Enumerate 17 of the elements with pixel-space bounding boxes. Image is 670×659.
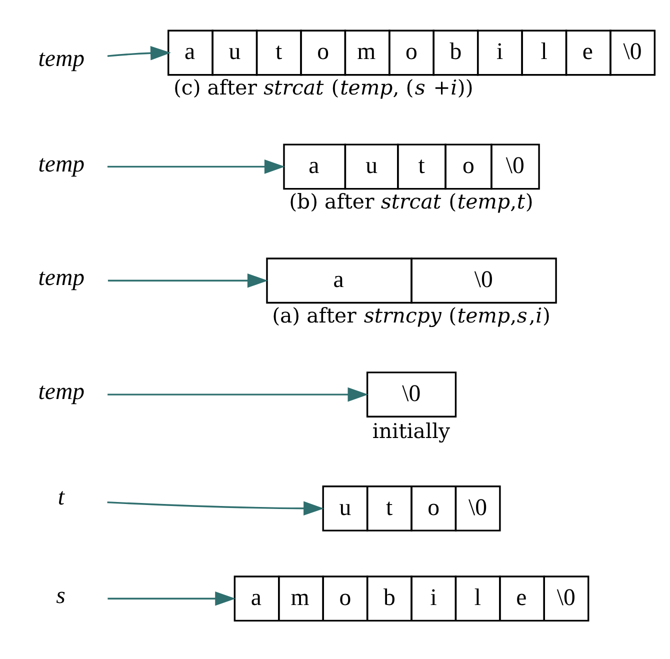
node-text: s <box>56 583 66 610</box>
node-text: temp <box>38 151 85 178</box>
node-label: initially <box>372 419 450 444</box>
node-label: (c) after strcat (temp, (s +i)) <box>173 76 474 100</box>
node-text: temp <box>38 265 85 292</box>
node-box: \0 <box>366 372 457 418</box>
arrow <box>107 501 324 516</box>
node-text: temp <box>38 46 85 72</box>
node-label: (a) after strncpy (temp,s,i) <box>272 303 550 328</box>
arrow <box>107 46 171 60</box>
arrow <box>107 160 285 174</box>
arrow <box>108 591 236 606</box>
node-text: temp <box>38 379 85 406</box>
arrow <box>108 273 268 288</box>
node-label: (b) after strcat (temp,t) <box>289 190 534 214</box>
arrow <box>108 387 368 402</box>
node-text: t <box>58 484 64 511</box>
